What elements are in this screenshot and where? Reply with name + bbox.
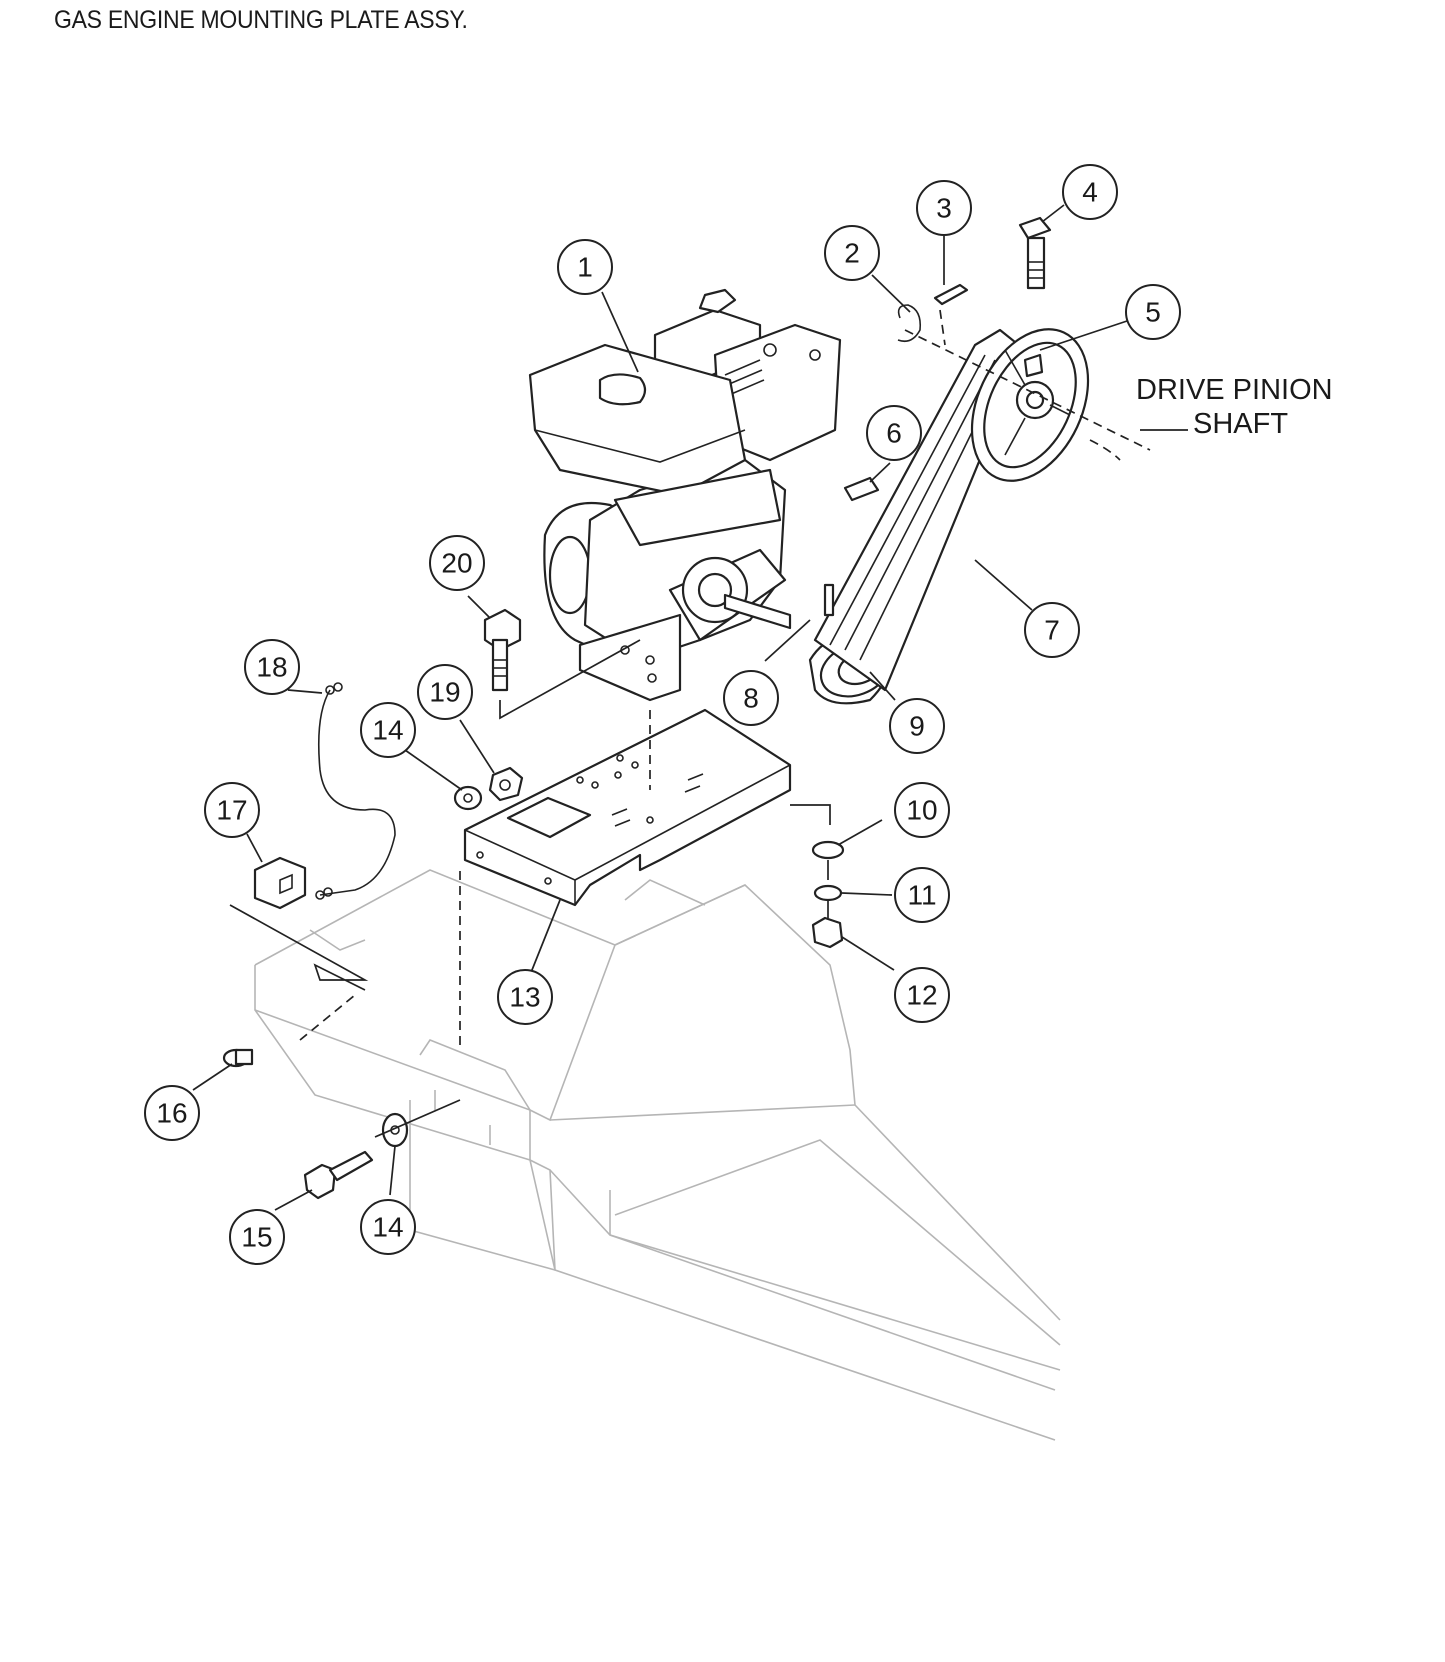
- callout-5: 5: [1125, 284, 1181, 340]
- callout-15: 15: [229, 1209, 285, 1265]
- nut-19: [488, 766, 524, 802]
- shaft-label-line2: SHAFT: [1193, 408, 1288, 440]
- svg-text:1: 1: [577, 252, 593, 283]
- svg-text:13: 13: [509, 982, 540, 1013]
- callout-8: 8: [723, 670, 779, 726]
- callout-7: 7: [1024, 602, 1080, 658]
- bolt-15-shank: [328, 1150, 374, 1182]
- washer-14-lower: [381, 1112, 409, 1148]
- svg-text:14: 14: [372, 715, 403, 746]
- callout-1: 1: [557, 239, 613, 295]
- svg-text:4: 4: [1082, 177, 1098, 208]
- svg-text:18: 18: [256, 652, 287, 683]
- callout-19: 19: [417, 664, 473, 720]
- svg-text:19: 19: [429, 677, 460, 708]
- svg-text:12: 12: [906, 980, 937, 1011]
- svg-text:7: 7: [1044, 615, 1060, 646]
- callout-18: 18: [244, 639, 300, 695]
- callout-14-upper: 14: [360, 702, 416, 758]
- callout-13: 13: [497, 969, 553, 1025]
- svg-text:20: 20: [441, 548, 472, 579]
- set-screw-8: [823, 583, 835, 617]
- callout-9: 9: [889, 698, 945, 754]
- bolt-4-head: [1018, 216, 1052, 240]
- leader-lines: [192, 204, 1131, 1211]
- plug-16-stem: [234, 1048, 254, 1066]
- lock-washer-11: [813, 884, 843, 902]
- svg-text:16: 16: [156, 1098, 187, 1129]
- callout-20: 20: [429, 535, 485, 591]
- gas-engine: [528, 288, 842, 702]
- washer-10: [811, 840, 845, 860]
- svg-text:8: 8: [743, 683, 759, 714]
- callout-17: 17: [204, 782, 260, 838]
- callout-14-lower: 14: [360, 1199, 416, 1255]
- svg-text:11: 11: [907, 880, 936, 911]
- mounting-plate: [463, 708, 792, 907]
- svg-text:14: 14: [372, 1212, 403, 1243]
- key-3: [933, 283, 969, 306]
- callout-4: 4: [1062, 164, 1118, 220]
- callout-10: 10: [894, 782, 950, 838]
- bolt-20-shank: [491, 638, 509, 692]
- nut-12: [811, 916, 844, 949]
- svg-text:9: 9: [909, 711, 925, 742]
- wire-harness-18: [318, 689, 396, 896]
- callout-16: 16: [144, 1085, 200, 1141]
- svg-text:15: 15: [241, 1222, 272, 1253]
- page-title: GAS ENGINE MOUNTING PLATE ASSY.: [54, 6, 468, 34]
- svg-text:6: 6: [886, 418, 902, 449]
- assembly-lines: [229, 309, 1188, 1138]
- callout-2: 2: [824, 225, 880, 281]
- hardware-parts: [222, 216, 1052, 1200]
- svg-text:2: 2: [844, 238, 860, 269]
- snap-ring-2: [897, 304, 922, 343]
- callout-6: 6: [866, 405, 922, 461]
- trailer-frame: [254, 869, 1061, 1441]
- svg-text:3: 3: [936, 193, 952, 224]
- svg-text:5: 5: [1145, 297, 1161, 328]
- bolt-4-shank: [1026, 236, 1046, 290]
- bolt-15-head: [303, 1163, 337, 1200]
- callout-11: 11: [894, 867, 950, 923]
- callout-3: 3: [916, 180, 972, 236]
- key-6: [843, 476, 880, 502]
- shaft-label-line1: DRIVE PINION: [1136, 374, 1333, 406]
- washer-14-upper: [453, 785, 483, 811]
- svg-text:10: 10: [906, 795, 937, 826]
- svg-text:17: 17: [216, 795, 247, 826]
- callout-12: 12: [894, 967, 950, 1023]
- drive-belt-and-pulleys: [808, 328, 1090, 705]
